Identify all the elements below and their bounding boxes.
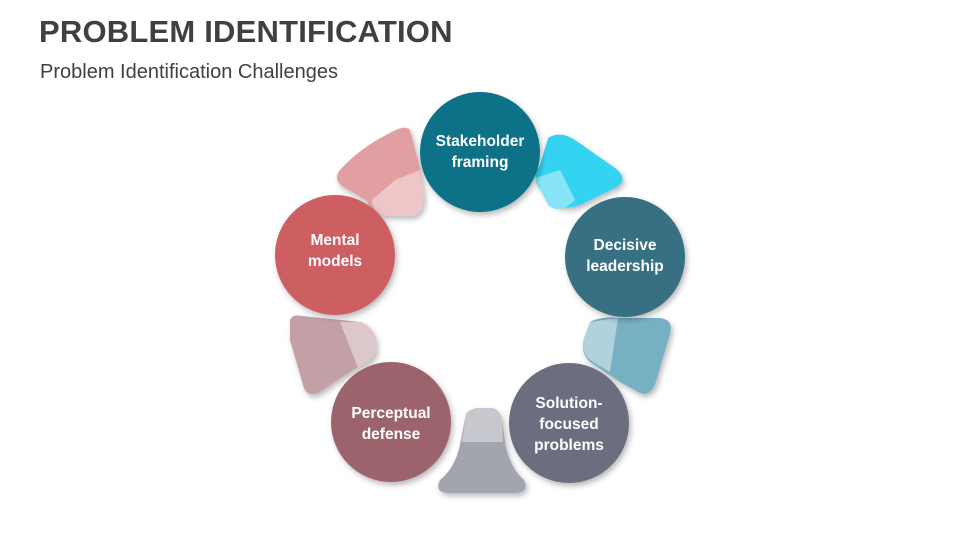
node-label-solution-focused-problems: Solution-focused problems bbox=[534, 394, 604, 454]
connector-solution-perceptual bbox=[438, 408, 526, 493]
node-stakeholder-framing bbox=[420, 92, 540, 212]
page-subtitle: Problem Identification Challenges bbox=[40, 61, 338, 83]
page-title: PROBLEM IDENTIFICATION bbox=[39, 14, 453, 49]
node-label-decisive-leadership: Decisive leadership bbox=[586, 237, 664, 275]
node-decisive-leadership bbox=[565, 197, 685, 317]
node-label-stakeholder-framing: Stakeholder framing bbox=[435, 133, 525, 171]
node-label-mental-models: Mental models bbox=[307, 232, 363, 270]
connector-mental-stakeholder bbox=[336, 127, 424, 216]
connector-perceptual-mental bbox=[290, 315, 376, 395]
connector-decisive-solution bbox=[582, 317, 671, 394]
node-label-perceptual-defense: Perceptual defense bbox=[351, 405, 431, 443]
node-perceptual-defense bbox=[331, 362, 451, 482]
connector-stakeholder-decisive bbox=[535, 134, 623, 209]
node-mental-models bbox=[275, 195, 395, 315]
node-solution-focused-problems bbox=[509, 363, 629, 483]
